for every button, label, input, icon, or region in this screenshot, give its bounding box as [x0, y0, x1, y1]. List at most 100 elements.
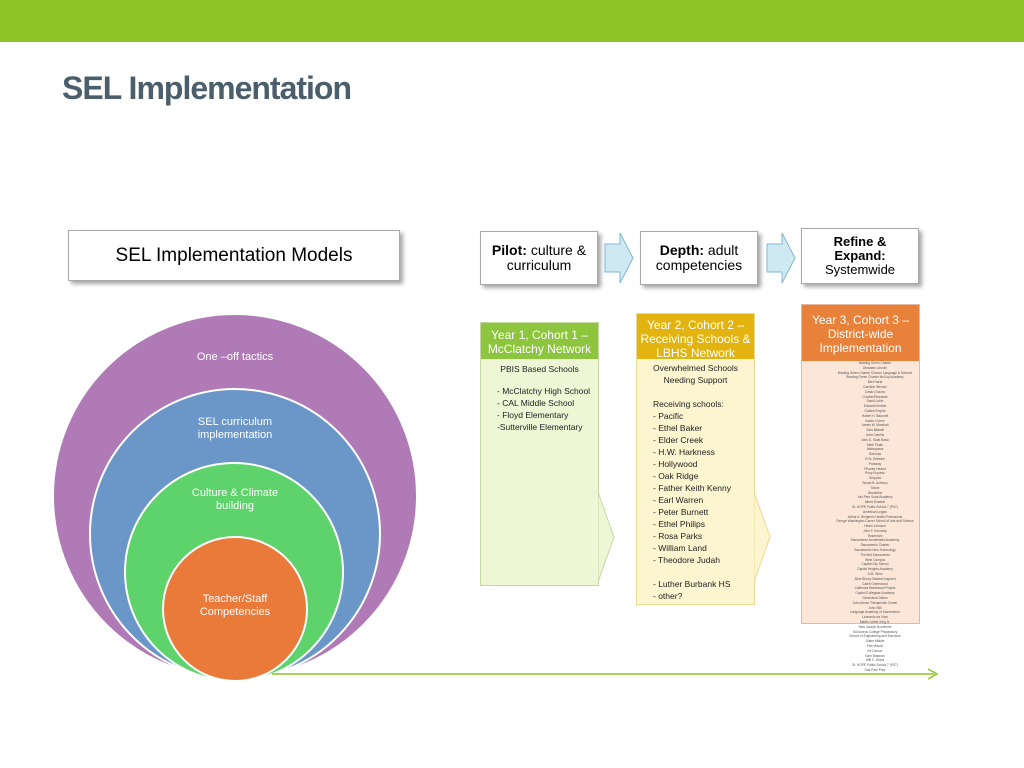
cohort-list-year2: - Pacific - Ethel Baker - Elder Creek - … — [653, 410, 754, 602]
stage-pilot-box: Pilot: culture & curriculum — [480, 231, 598, 285]
list-item: Sutter Middle — [865, 639, 885, 644]
slide-title: SEL Implementation — [62, 70, 352, 106]
cohort-card-year3: Year 3, Cohort 3 – District-wide Impleme… — [801, 304, 920, 624]
list-item: James W. Marshall — [861, 423, 889, 428]
list-item: Hiram Johnson — [864, 524, 886, 529]
list-item: Language Academy of Sacramento — [850, 610, 900, 615]
list-item: - McClatchy High School — [497, 386, 591, 396]
list-item: Sam Brannan — [865, 653, 885, 658]
list-item: Oak Park Prep — [864, 668, 886, 672]
stage-pilot-bold: Pilot: — [491, 242, 527, 258]
list-item: Mark Twain — [866, 442, 884, 447]
list-item: New Joseph Bonnheim — [858, 624, 892, 629]
list-item: Capitol Heights Academy — [857, 567, 893, 572]
list-item: California Montessori Project — [854, 586, 896, 591]
list-item: Albert Einstein — [864, 500, 886, 505]
stage-refine-box: Refine & Expand:Systemwide — [801, 228, 919, 284]
stage-depth-text: adult competencies — [655, 242, 743, 273]
list-item: - Oak Ridge — [653, 471, 699, 481]
list-item: - Luther Burbank HS — [653, 579, 731, 589]
list-item: The Met Sacramento — [860, 552, 890, 557]
list-item: Golden Empire — [864, 408, 886, 413]
list-item: John Still — [868, 605, 882, 610]
list-item: Cesar Chavez — [864, 389, 886, 394]
list-item: - Rosa Parks — [653, 531, 703, 541]
list-item: - Theodore Judah — [653, 555, 720, 565]
stage-refine-bold: Refine & Expand: — [833, 234, 887, 263]
list-item: O.W. Erlewine — [864, 456, 886, 461]
list-item: Hubert H. Bancroft — [861, 413, 889, 418]
list-item: - William Land — [653, 543, 707, 553]
timeline-arrow — [272, 668, 939, 680]
list-item: Sequoia — [869, 476, 881, 481]
stage-refine-text: Systemwide — [824, 262, 896, 277]
list-item: George Washington Carver School of Arts … — [836, 519, 914, 524]
list-item: - Father Keith Kenny — [653, 483, 731, 493]
list-item: St. HOPE Public School 7 (PS7) — [852, 504, 898, 509]
list-item: Edward Kemble — [863, 404, 887, 409]
list-item: Caleb Greenwood — [862, 581, 888, 586]
list-item: - Earl Warren — [653, 495, 704, 505]
cohort-subtitle-year1: PBIS Based Schools — [500, 364, 579, 374]
circle-teacher-staff — [162, 536, 308, 682]
list-item: David Lubin — [866, 399, 884, 404]
list-item: St. HOPE Public School 7 (PS7) — [852, 663, 898, 668]
list-item: - Floyd Elementary — [497, 410, 569, 420]
list-item: - Elder Creek — [653, 435, 704, 445]
list-item: Nicholas — [868, 452, 882, 457]
cohort-header-year3: Year 3, Cohort 3 – District-wide Impleme… — [802, 305, 919, 361]
list-item: Caroline Wenzel — [863, 384, 887, 389]
list-item: Rosemont — [867, 533, 883, 538]
list-item: Bret Harte — [867, 380, 883, 385]
top-accent-bar — [0, 0, 1024, 42]
circle-label-culture: Culture & Climate building — [191, 487, 279, 512]
list-item: American Legion — [863, 509, 887, 514]
list-item: Parkway — [868, 461, 882, 466]
list-item: West Campus — [865, 557, 885, 562]
list-item: Sacramento Accelerated Academy — [850, 538, 900, 543]
chevron-right-icon — [598, 492, 615, 582]
right-arrow-icon — [766, 232, 796, 284]
list-item: Pony Express — [865, 471, 885, 476]
receiving-schools-title: Receiving schools: — [653, 399, 724, 409]
stage-depth-bold: Depth: — [659, 242, 705, 258]
list-item: - Ethel Philips — [653, 519, 705, 529]
circle-label-one-off: One –off tactics — [196, 351, 274, 363]
list-item: Capitol Collegiate Academy — [855, 591, 895, 596]
list-item: Matsuyama — [866, 447, 884, 452]
list-item: John Morse Therapeutic Center — [852, 600, 898, 605]
list-item: Bowling Green Charter Chacon Language & … — [837, 370, 913, 375]
list-item: - other? — [653, 591, 683, 601]
list-item: Susan B. Anthony — [862, 480, 888, 485]
list-item: Kit Carson — [867, 648, 883, 653]
list-item: Arthur A. Benjamin Health Professions — [847, 514, 903, 519]
list-item: John D. Sloat Basic — [861, 437, 889, 442]
list-item: - Hollywood — [653, 459, 698, 469]
models-title-box: SEL Implementation Models — [68, 230, 400, 281]
list-item: Yav Pem Suab Academy — [857, 495, 893, 500]
circle-label-teacher: Teacher/Staff Competencies — [199, 593, 271, 618]
list-item: - Peter Burnett — [653, 507, 709, 517]
list-item: School of Engineering and Sciences — [849, 634, 901, 639]
circle-label-sel-curriculum: SEL curriculum implementation — [197, 416, 273, 441]
list-item: - Pacific — [653, 411, 684, 421]
cohort-card-year2: Year 2, Cohort 2 – Receiving Schools & L… — [636, 313, 755, 605]
cohort-header-year2: Year 2, Cohort 2 – Receiving Schools & L… — [637, 314, 754, 360]
list-item: Sol Aureus College Preparatory — [852, 629, 898, 634]
list-item: John F. Kennedy — [863, 528, 887, 533]
list-item: Sacramento New Technology — [854, 548, 896, 553]
list-item: Phoebe Hearst — [864, 466, 886, 471]
list-item: - Ethel Baker — [653, 423, 703, 433]
stage-pilot-text: culture & curriculum — [506, 242, 587, 273]
models-title-label: SEL Implementation Models — [115, 244, 353, 266]
list-item: John Bidwell — [866, 428, 884, 433]
chevron-right-icon — [754, 492, 771, 582]
list-item: Alice Birney Waldorf-Inspired — [854, 576, 896, 581]
list-item: - CAL Middle School — [497, 398, 575, 408]
list-item: Crocker/Riverside — [862, 394, 888, 399]
list-item: Genevieve Didion — [862, 596, 888, 601]
list-item: Martin Luther King Jr. — [859, 620, 891, 625]
list-item: John Cabrillo — [865, 432, 885, 437]
list-item: Bowling Green Charter McCoy Academy — [846, 375, 904, 380]
